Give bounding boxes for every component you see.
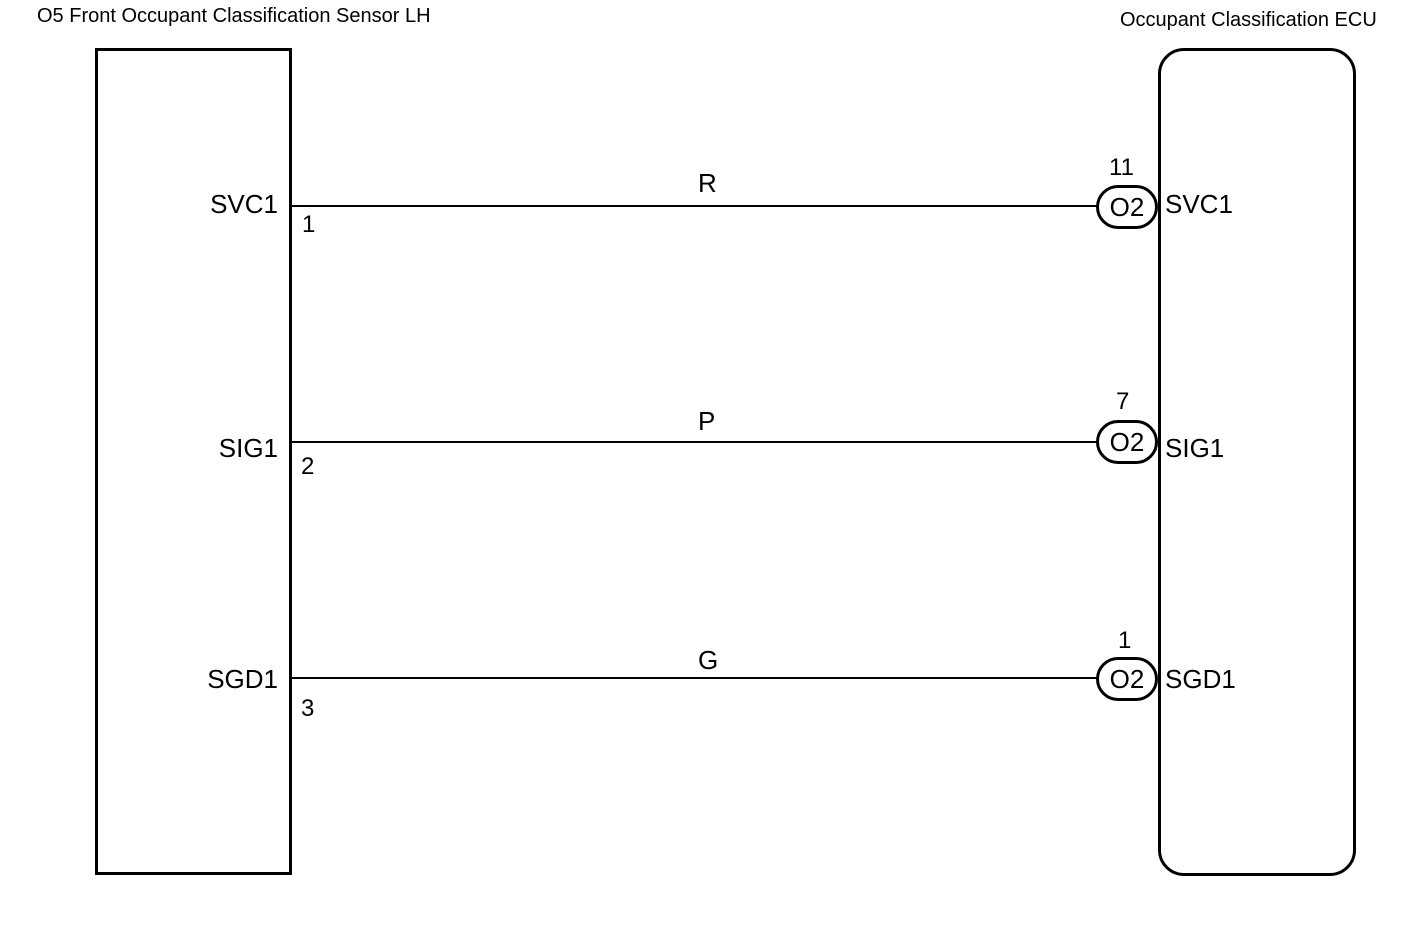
sensor-pin-name: SGD1: [207, 664, 278, 694]
sensor-pin-name: SIG1: [218, 433, 278, 463]
ecu-title: Occupant Classification ECU: [1120, 9, 1377, 31]
sensor-title: O5 Front Occupant Classification Sensor …: [37, 5, 431, 27]
connector-o2: O2: [1096, 657, 1158, 701]
connector-o2: O2: [1096, 185, 1158, 229]
sensor-pin-name: SVC1: [210, 189, 278, 219]
wire-color-label: P: [698, 406, 716, 436]
connector-o2: O2: [1096, 420, 1158, 464]
sensor-pin-number: 1: [302, 211, 316, 238]
sensor-pin-number: 2: [301, 453, 315, 480]
wire: [292, 677, 1098, 679]
sensor-pin-number: 3: [301, 695, 315, 722]
ecu-pin-name: SVC1: [1165, 189, 1233, 219]
ecu-pin-number: 11: [1109, 154, 1134, 181]
ecu-pin-number: 1: [1118, 627, 1132, 654]
wire: [292, 205, 1098, 207]
ecu-pin-name: SIG1: [1165, 433, 1225, 463]
ecu-pin-number: 7: [1116, 388, 1130, 415]
wire-color-label: G: [698, 645, 719, 675]
wire-color-label: R: [698, 168, 717, 198]
ecu-component-box: [1158, 48, 1356, 876]
wire: [292, 441, 1098, 443]
ecu-pin-name: SGD1: [1165, 664, 1236, 694]
sensor-component-box: [95, 48, 292, 875]
